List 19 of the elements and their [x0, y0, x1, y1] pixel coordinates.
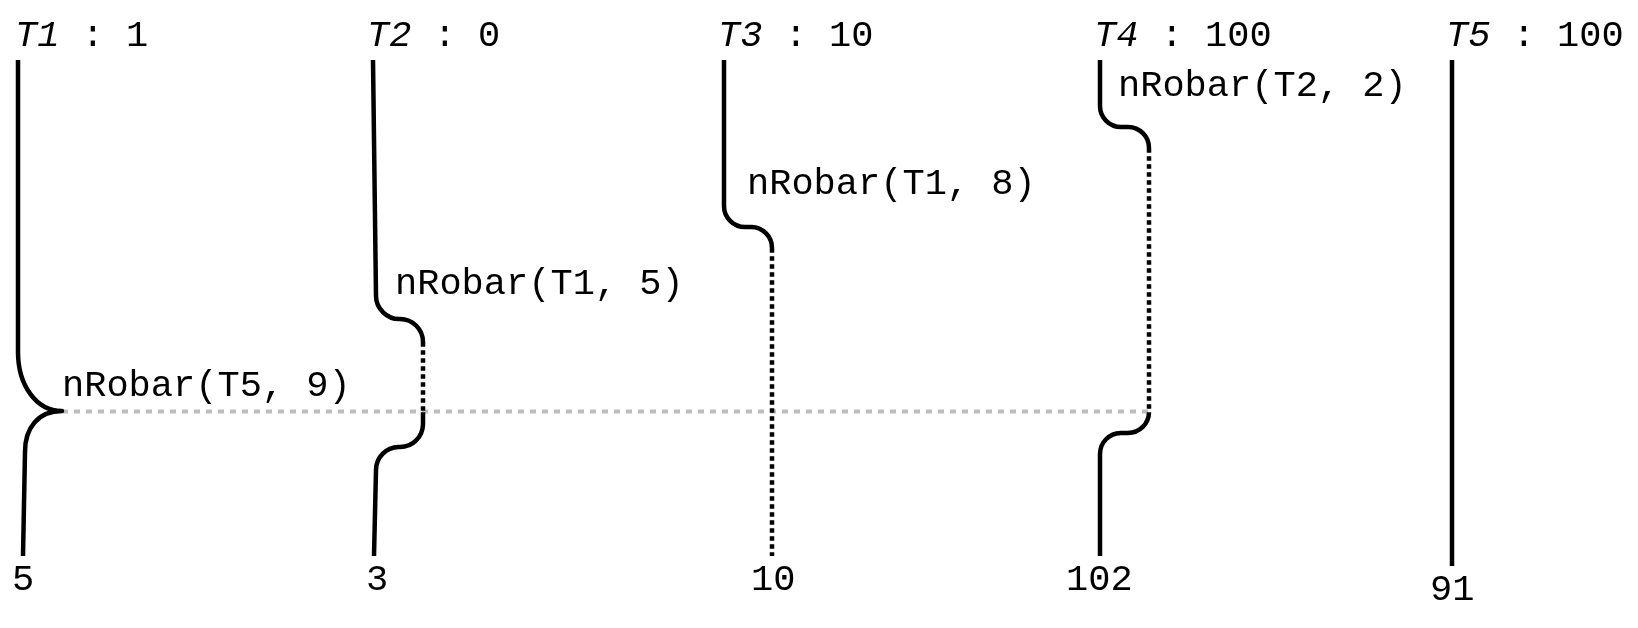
- result-value: 5: [12, 560, 35, 600]
- result-value: 102: [1066, 560, 1133, 600]
- thread-line: [15, 60, 65, 557]
- result-value: 3: [366, 560, 389, 600]
- thread-label: T3 : 10: [718, 16, 874, 56]
- edge-label: nRobar(T2, 2): [1118, 66, 1407, 106]
- result-value: 10: [751, 560, 796, 600]
- thread-line: [370, 59, 426, 557]
- thread-line: [721, 60, 775, 556]
- edge-label: nRobar(T5, 9): [62, 366, 351, 406]
- thread-line: [1097, 60, 1152, 556]
- thread-label: T2 : 0: [367, 16, 501, 56]
- edge-label: nRobar(T1, 5): [395, 264, 684, 304]
- thread-label: T4 : 100: [1094, 16, 1272, 56]
- thread-label: T5 : 100: [1446, 16, 1624, 56]
- result-value: 91: [1430, 570, 1475, 610]
- thread-line: [1449, 60, 1455, 566]
- thread-label: T1 : 1: [15, 16, 149, 56]
- edge-label: nRobar(T1, 8): [747, 164, 1036, 204]
